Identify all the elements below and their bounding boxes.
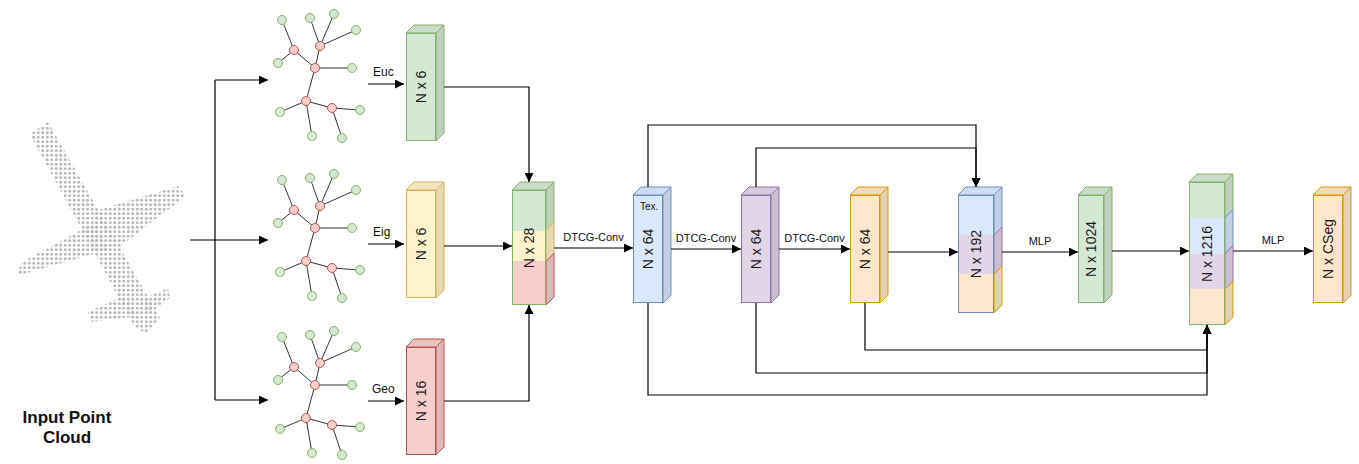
edge-label: MLP (1262, 234, 1285, 247)
block-label: N x 64 (748, 229, 764, 269)
connector (444, 245, 512, 246)
arrow (368, 400, 404, 401)
graph-tree (274, 10, 365, 143)
connector (648, 125, 976, 187)
slab-side (663, 187, 671, 303)
connector (1233, 250, 1313, 251)
block-label: N x 28 (521, 227, 537, 267)
graphic-part (406, 25, 1351, 455)
slab-side (436, 25, 444, 141)
slab-side (1343, 187, 1351, 303)
tail-points (88, 296, 138, 322)
wing-points (92, 186, 186, 248)
slab-side (1225, 281, 1233, 325)
slab-side (436, 182, 444, 298)
airplane-point-cloud (16, 122, 186, 334)
connector (756, 148, 976, 187)
edge-label: Tex. (640, 201, 658, 213)
tensor-block: N x 6 (406, 190, 436, 298)
tensor-block: N x 1024 (1078, 195, 1104, 303)
edge-label: DTCG-Conv (563, 231, 624, 244)
tail-points (140, 288, 170, 314)
block-label: N x 192 (968, 230, 984, 278)
graph-tree (274, 327, 365, 460)
tensor-block: N x 6 (406, 33, 436, 141)
connector (648, 303, 1207, 395)
slab-side (994, 266, 1002, 313)
block-label: N x CSeg (1320, 219, 1336, 279)
connector (671, 248, 741, 249)
edge-label: MLP (1029, 235, 1052, 248)
split-line (190, 80, 215, 400)
edge-label: DTCG-Conv (784, 232, 845, 245)
block-label: N x 1024 (1083, 221, 1099, 277)
edge-label: DTCG-Conv (676, 232, 737, 245)
connector (554, 247, 633, 248)
edge-label: Geo (372, 382, 395, 396)
block-label: N x 6 (413, 71, 429, 104)
connector (1112, 250, 1189, 251)
arrow (215, 79, 268, 80)
input-arrows (190, 80, 404, 401)
block-label: N x 1216 (1199, 225, 1215, 281)
slab-side (546, 253, 554, 305)
tensor-block: N x 64 (850, 195, 880, 303)
arrow (368, 83, 404, 84)
slab-side (436, 339, 444, 455)
connector (444, 305, 529, 401)
connector (865, 303, 1207, 350)
block-label: N x 64 (857, 229, 873, 269)
tensor-block: N x 1216 (1189, 182, 1225, 325)
edge-label: Eig (373, 225, 390, 239)
arrow (215, 399, 268, 400)
tensor-block: N x 64 (741, 195, 771, 303)
graph-tree (274, 170, 365, 303)
arrow (215, 239, 268, 240)
slab-side (1104, 187, 1112, 303)
block-label: N x 16 (413, 381, 429, 421)
connector (888, 251, 958, 252)
connector (1002, 251, 1078, 252)
edge-label: Euc (373, 65, 394, 79)
connector (444, 87, 529, 182)
wing-points (16, 222, 108, 276)
tensor-block: N x CSeg (1313, 195, 1343, 303)
block-label: N x 64 (640, 229, 656, 269)
block-label: N x 6 (413, 228, 429, 261)
tensor-block: N x 16 (406, 347, 436, 455)
slab-side (771, 187, 779, 303)
slab-side (880, 187, 888, 303)
connector (756, 303, 1207, 373)
tensor-block: N x 28 (512, 190, 546, 305)
tensor-block: N x 192 (958, 195, 994, 313)
connector (779, 248, 850, 249)
arrow (368, 243, 404, 244)
graphic-part (444, 87, 1313, 401)
figure-caption: Input Point Cloud (8, 408, 126, 449)
